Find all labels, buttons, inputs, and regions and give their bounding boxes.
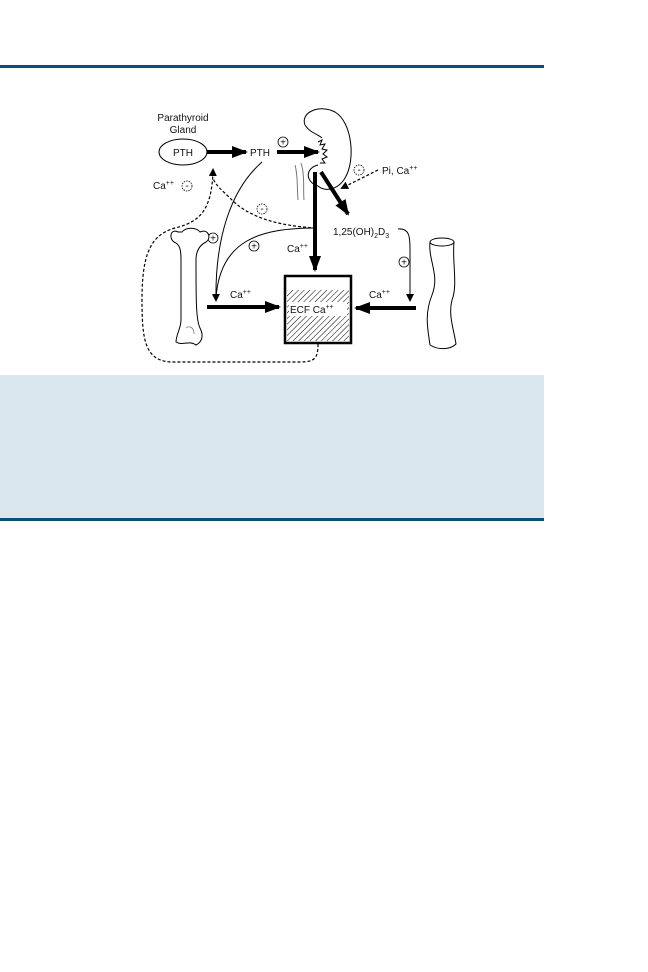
svg-text:-: -: [357, 165, 360, 176]
intestine-illustration: [426, 237, 457, 350]
vitd-to-parathyroid-feedback: [212, 177, 317, 229]
ecf-label: ECF Ca++: [290, 304, 334, 316]
parathyroid-label: Parathyroid: [157, 113, 208, 124]
pth-in-gland: PTH: [173, 148, 193, 159]
caption-box: [0, 375, 544, 519]
pth-label: PTH: [250, 148, 270, 159]
svg-text:+: +: [280, 138, 286, 149]
svg-text:+: +: [401, 258, 407, 269]
pth-to-bone-arrow: [211, 161, 263, 302]
pi-ca-label: Pi, Ca++: [382, 165, 417, 177]
pi-ca-feedback-arrow: [340, 169, 379, 189]
minus-sign: -: [181, 180, 193, 192]
ecf-to-parathyroid-feedback: [141, 168, 319, 363]
bone-illustration: [170, 227, 210, 346]
ecf-calcium-pool: ECF Ca++: [283, 274, 353, 345]
plus-sign: +: [398, 256, 410, 269]
kidney-to-vitd-arrow: [319, 170, 350, 216]
top-rule: [0, 65, 544, 68]
svg-text:+: +: [251, 242, 257, 253]
gut-ca-label: Ca++: [369, 289, 390, 301]
bone-ca-label: Ca++: [230, 289, 251, 301]
minus-sign: -: [353, 164, 365, 176]
vitd-to-gut-arrow: [397, 228, 414, 302]
svg-text:-: -: [185, 181, 188, 192]
bone-detail: [185, 326, 195, 335]
plus-sign: +: [248, 240, 260, 253]
bottom-rule: [0, 518, 544, 521]
svg-text:-: -: [260, 204, 263, 215]
vitamin-d-label: 1,25(OH)2D3: [333, 227, 389, 240]
svg-text:+: +: [210, 234, 216, 245]
plus-sign: +: [207, 232, 219, 245]
feedback-ca-label: Ca++: [153, 180, 174, 192]
plus-sign: +: [277, 136, 289, 149]
minus-sign: -: [256, 203, 268, 215]
kidney-illustration: [294, 108, 352, 201]
vitd-to-bone-curve: [215, 227, 317, 299]
kidney-ca-label: Ca++: [287, 243, 308, 255]
gland-label: Gland: [170, 125, 197, 136]
